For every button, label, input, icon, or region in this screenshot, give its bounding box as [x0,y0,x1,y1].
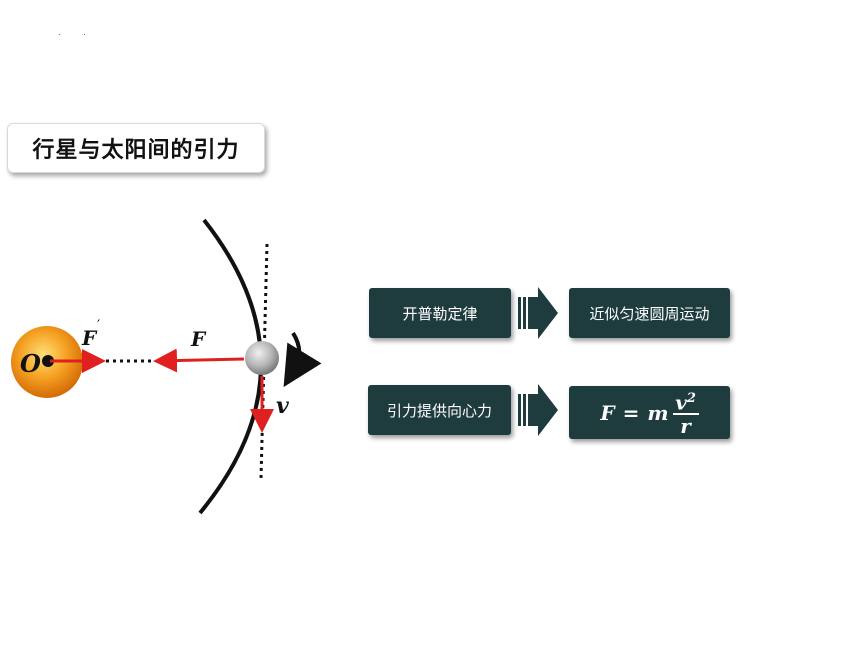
circular-motion-label: 近似匀速圆周运动 [589,304,710,323]
title-box: 行星与太阳间的引力 [7,123,265,173]
formula-exponent: 2 [686,390,696,406]
formula-mass: m [647,400,669,425]
force-label: F [190,327,207,351]
planet [245,341,279,375]
rotation-arrow [283,331,322,388]
force-arrow [153,348,245,373]
formula: F = m v2 r [600,388,699,439]
force-prime-mark: ′ [97,318,100,334]
formula-box: F = m v2 r [569,386,730,439]
formula-velocity: v [675,390,687,415]
flow-arrow-2 [518,384,558,436]
formula-lhs: F [600,400,615,425]
page-title: 行星与太阳间的引力 [32,138,240,163]
velocity-label: v [276,393,289,419]
corner-dots: . . [58,28,96,37]
kepler-law-box: 开普勒定律 [369,288,511,338]
force-prime-label: F [81,326,98,350]
flow-arrow-1 [518,287,558,339]
circular-motion-box: 近似匀速圆周运动 [569,288,730,338]
fraction-bar [672,413,699,416]
centripetal-force-box: 引力提供向心力 [368,385,511,435]
formula-denominator: r [680,414,691,439]
formula-fraction: v2 r [672,388,699,439]
formula-equals: = [622,400,640,425]
sun-label: O [20,349,41,378]
sun-center-dot [42,355,54,367]
kepler-law-label: 开普勒定律 [402,304,478,323]
centripetal-force-label: 引力提供向心力 [386,401,492,420]
formula-numerator: v2 [675,388,696,414]
